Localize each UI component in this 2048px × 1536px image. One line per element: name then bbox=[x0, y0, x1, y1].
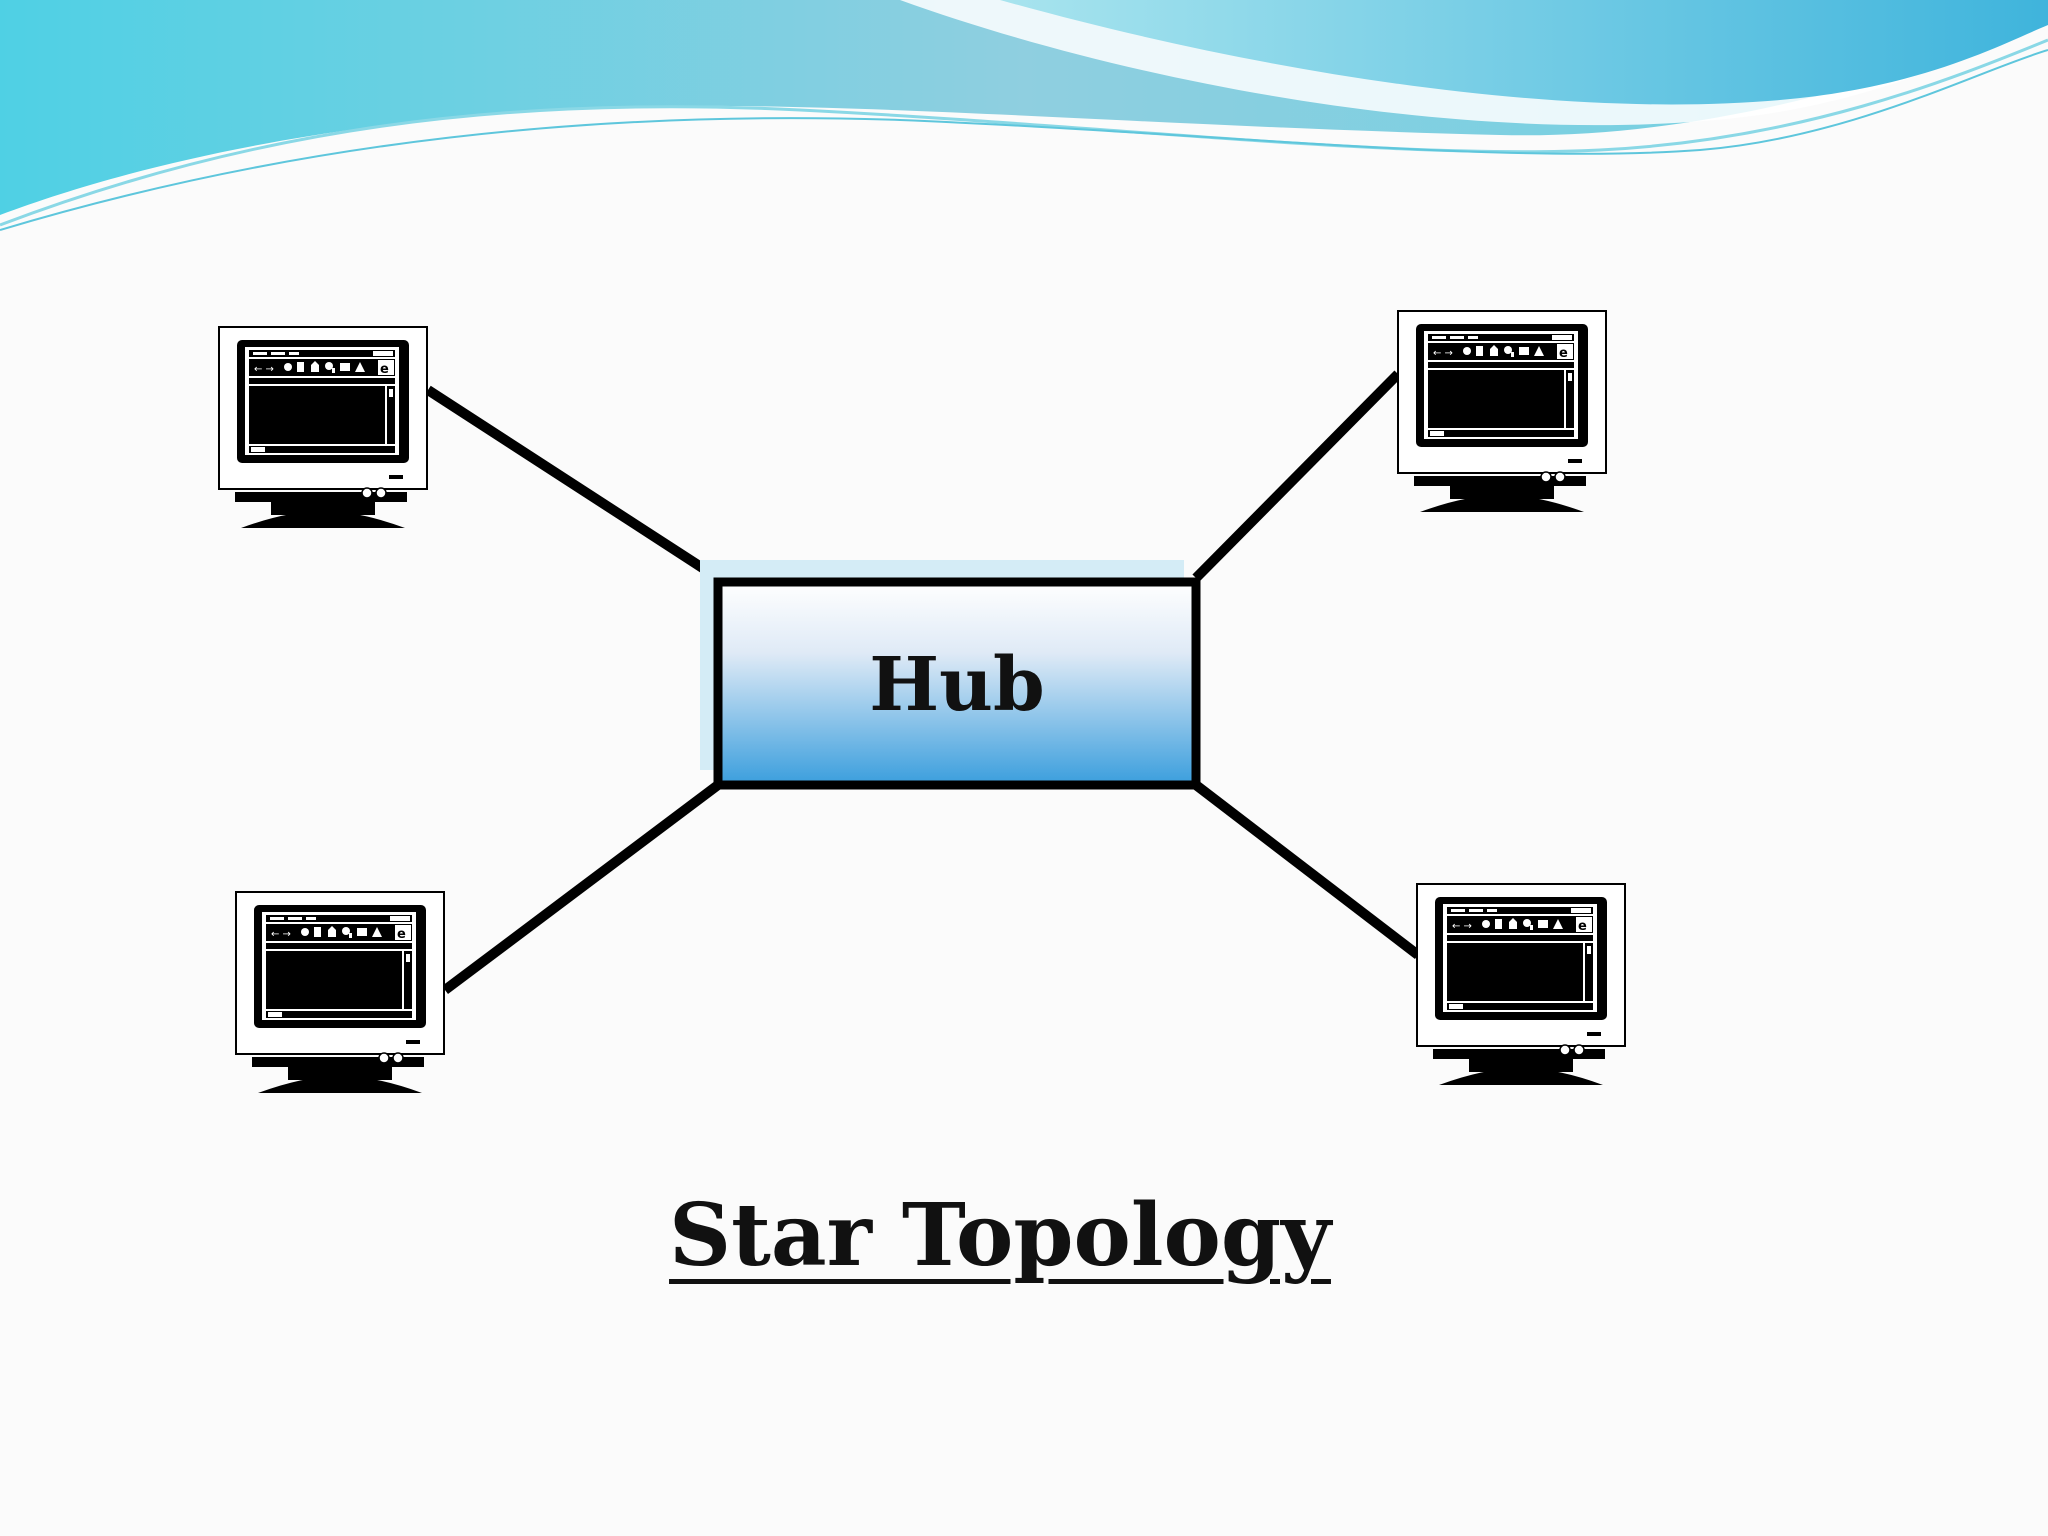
header-wave-decoration bbox=[0, 0, 2048, 231]
link-top-right bbox=[1192, 370, 1402, 582]
page-title-text: Star Topology bbox=[669, 1185, 1331, 1286]
connection-lines bbox=[425, 370, 1422, 994]
hub-label: Hub bbox=[869, 642, 1045, 728]
computer-monitor-icon bbox=[235, 891, 445, 1094]
computer-monitor-icon bbox=[1416, 883, 1626, 1086]
link-bottom-left bbox=[441, 781, 722, 994]
computer-monitor-icon bbox=[1397, 310, 1607, 513]
hub-node bbox=[700, 560, 1201, 790]
computer-monitor-icon bbox=[218, 326, 428, 529]
page-title: Star Topology bbox=[560, 1185, 1440, 1286]
link-bottom-right bbox=[1192, 781, 1422, 959]
link-top-left bbox=[425, 385, 721, 583]
